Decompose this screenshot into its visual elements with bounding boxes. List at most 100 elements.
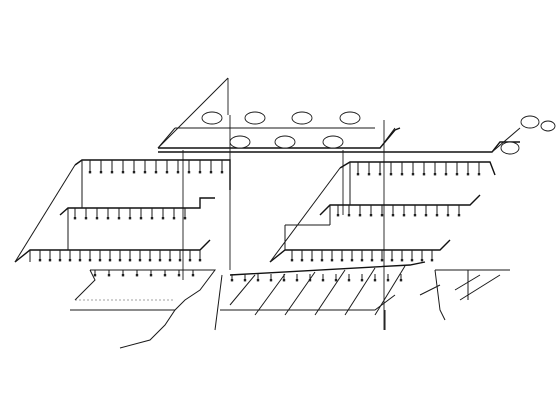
left-top-fitting	[143, 171, 147, 174]
lower-left-fitting	[149, 274, 153, 277]
left-top-fitting	[176, 171, 180, 174]
left-mid-fitting	[172, 217, 176, 220]
left-top-manifold	[74, 159, 231, 190]
pipe-fittings	[38, 171, 481, 282]
left-low-fitting	[58, 259, 62, 262]
lower-mid-fitting	[269, 279, 273, 282]
right-top-fitting	[411, 173, 415, 176]
left-top-fitting	[165, 171, 169, 174]
right-top-manifold	[339, 161, 496, 176]
right-low-fitting	[370, 259, 374, 262]
right-mid-fitting	[369, 214, 373, 217]
left-top-fitting	[154, 171, 158, 174]
right-mid-manifold	[319, 194, 481, 216]
lower-left-perimeter	[90, 269, 216, 349]
lower-left-fitting	[121, 274, 125, 277]
tank-3	[291, 111, 313, 125]
left-top-fitting	[198, 171, 202, 174]
roof-diagonal-far-right	[491, 127, 521, 153]
left-mid-fitting	[73, 217, 77, 220]
right-low-fitting	[340, 259, 344, 262]
right-low-fitting	[330, 259, 334, 262]
right-mid-fitting	[347, 214, 351, 217]
tank-8	[520, 115, 540, 129]
roof-tanks	[201, 111, 556, 155]
right-low-fitting	[390, 259, 394, 262]
left-low-fitting	[78, 259, 82, 262]
left-mid-fitting	[183, 217, 187, 220]
left-top-fitting	[110, 171, 114, 174]
right-low-fitting	[400, 259, 404, 262]
lower-right-branch	[419, 269, 510, 321]
left-upper-block	[14, 159, 231, 263]
diag-branch-2	[254, 273, 286, 316]
right-top-fitting	[466, 173, 470, 176]
right-mid-fitting	[358, 214, 362, 217]
lower-mid-fitting	[282, 279, 286, 282]
diag-branch-6	[374, 265, 406, 316]
left-mid-fitting	[95, 217, 99, 220]
right-low-fitting	[310, 259, 314, 262]
tank-6	[274, 135, 296, 149]
lower-mid-fitting	[295, 279, 299, 282]
tank-5	[229, 135, 251, 149]
left-low-fitting	[108, 259, 112, 262]
lower-right-sub-3	[419, 284, 441, 296]
left-top-fitting	[209, 171, 213, 174]
left-low-fitting	[188, 259, 192, 262]
right-mid-fitting	[446, 214, 450, 217]
lower-left-fitting	[191, 274, 195, 277]
left-low-fitting	[178, 259, 182, 262]
right-mid-fitting	[435, 214, 439, 217]
lower-mid-fitting	[230, 279, 234, 282]
right-mid-fitting	[336, 214, 340, 217]
lower-mid-fitting	[399, 279, 403, 282]
main-risers	[182, 115, 385, 330]
right-low-manifold	[269, 239, 451, 263]
lower-mid-fitting	[373, 279, 377, 282]
lower-mid-fitting	[386, 279, 390, 282]
roof-header-pipe	[158, 127, 401, 149]
right-mid-fitting	[402, 214, 406, 217]
lower-left-fitting	[93, 274, 97, 277]
tank-2	[244, 111, 266, 125]
right-low-fitting	[380, 259, 384, 262]
left-low-fitting	[168, 259, 172, 262]
right-mid-fitting	[391, 214, 395, 217]
lower-left-loop	[70, 269, 216, 349]
lower-right-sub-1	[459, 274, 501, 301]
left-low-fitting	[158, 259, 162, 262]
lower-mid-fitting	[334, 279, 338, 282]
lower-left-inner	[74, 269, 96, 301]
left-low-fitting	[98, 259, 102, 262]
left-low-fitting	[68, 259, 72, 262]
lower-mid-fitting	[321, 279, 325, 282]
left-top-fitting	[121, 171, 125, 174]
lower-left-fitting	[135, 274, 139, 277]
right-top-fitting	[356, 173, 360, 176]
lower-mid-return	[220, 294, 396, 311]
lower-mid-fitting	[347, 279, 351, 282]
left-low-fitting	[38, 259, 42, 262]
left-top-fitting	[99, 171, 103, 174]
roof-branch-connector	[157, 127, 176, 149]
left-low-manifold	[14, 239, 211, 263]
right-low-fitting	[350, 259, 354, 262]
left-mid-fitting	[161, 217, 165, 220]
left-top-fitting	[132, 171, 136, 174]
fixture-stubs	[39, 160, 480, 280]
right-top-fitting	[378, 173, 382, 176]
left-low-fitting	[48, 259, 52, 262]
right-low-fitting	[300, 259, 304, 262]
right-top-fitting	[477, 173, 481, 176]
lower-mid-fitting	[243, 279, 247, 282]
left-low-fitting	[198, 259, 202, 262]
tank-4	[339, 111, 361, 125]
right-mid-fitting	[457, 214, 461, 217]
right-edge-diag	[269, 167, 341, 263]
left-mid-manifold	[59, 197, 215, 216]
left-mid-fitting	[84, 217, 88, 220]
right-mid-fitting	[424, 214, 428, 217]
roof-diagonal-left	[157, 77, 229, 149]
